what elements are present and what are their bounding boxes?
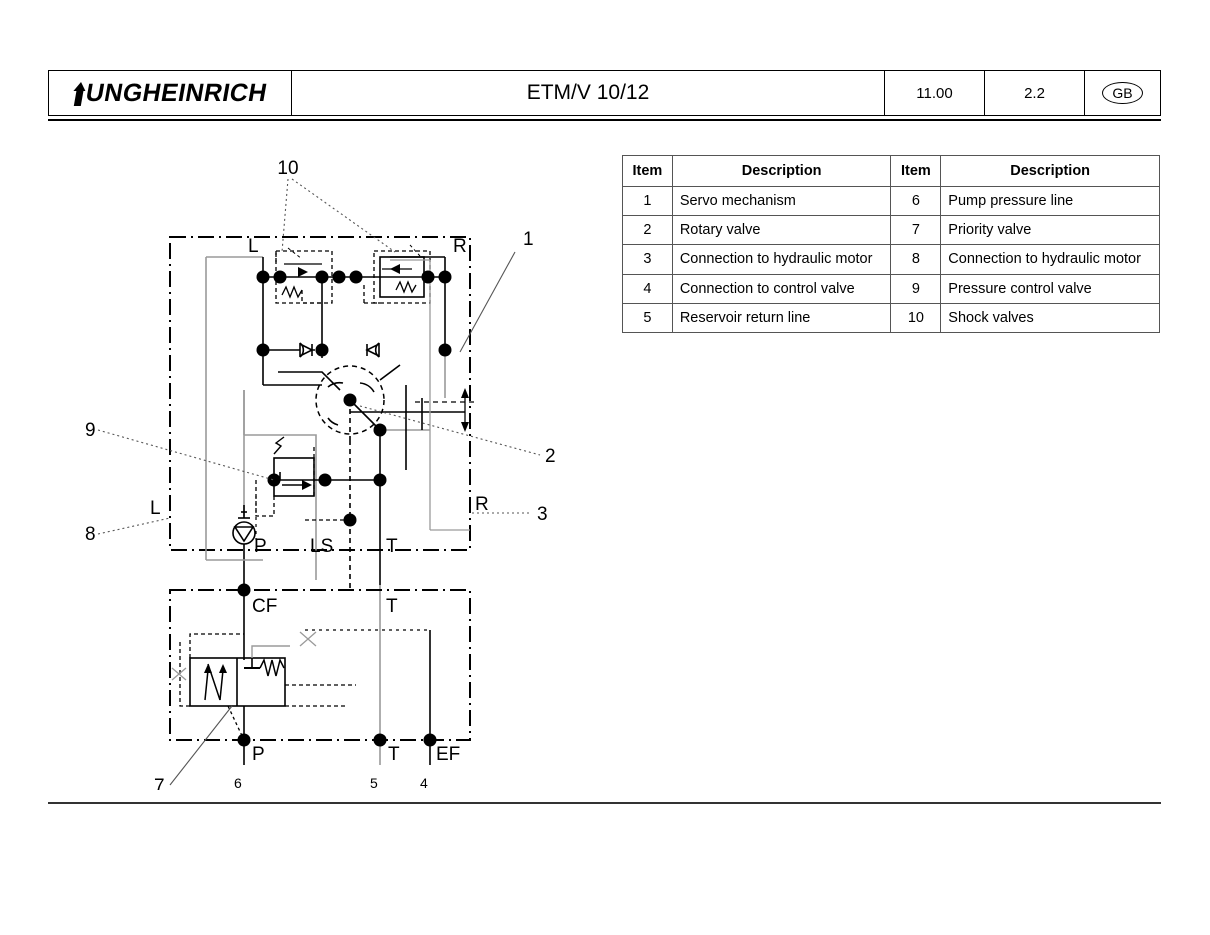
port-label-R-upper: R (453, 236, 467, 257)
callout-1: 1 (523, 229, 534, 250)
legend-item-number: 5 (622, 302, 673, 333)
header-underline (48, 119, 1161, 121)
table-row: 4 Connection to control valve 9 Pressure… (622, 273, 1160, 304)
shock-valve-right (363, 244, 431, 304)
port-label-L-outer: L (150, 498, 161, 519)
table-row: 5 Reservoir return line 10 Shock valves (622, 302, 1160, 333)
pipe-left-L-grey (205, 256, 263, 560)
legend-item-number: 4 (622, 273, 673, 304)
check-valve-right-arc (374, 342, 380, 358)
legend-table: Item Description Item Description 1 Serv… (622, 154, 1160, 333)
legend-col-item-b: Item (890, 154, 942, 188)
priority-pilot-left (179, 642, 190, 707)
callout-leaders (97, 178, 541, 786)
priority-x-marker-left (171, 667, 187, 681)
pressure-valve-arrow-icon (302, 480, 312, 490)
legend-item-number: 6 (890, 186, 942, 217)
legend-item-description: Rotary valve (671, 215, 892, 246)
check-valve-left-icon (299, 342, 314, 358)
port-label-R-outer: R (475, 494, 489, 515)
servo-arrow-down-icon (461, 422, 469, 432)
legend-item-number: 8 (890, 244, 942, 275)
legend-item-description: Pump pressure line (940, 186, 1160, 217)
port-label-T: T (386, 536, 398, 557)
legend-header-row: Item Description Item Description (622, 154, 1160, 188)
pressure-control-valve (255, 436, 315, 517)
legend-item-number: 7 (890, 215, 942, 246)
rotary-valve (278, 364, 401, 440)
callout-7: 7 (154, 776, 165, 790)
junction-dots (237, 270, 452, 747)
check-valve-right-icon (365, 342, 380, 358)
legend-item-description: Pressure control valve (940, 273, 1160, 304)
callout-8: 8 (85, 524, 96, 545)
steering-unit-boundary (169, 236, 471, 551)
legend-item-description: Connection to hydraulic motor (940, 244, 1160, 275)
pressure-valve-spring-icon (273, 436, 285, 455)
legend-item-description: Shock valves (940, 302, 1160, 333)
language-badge: GB (1085, 71, 1160, 115)
servo-arrow-up-icon (461, 388, 469, 398)
callout-4: 4 (420, 775, 428, 790)
legend-item-description: Reservoir return line (671, 302, 892, 333)
footer-rule (48, 802, 1161, 804)
document-header: UNGHEINRICH ETM/V 10/12 11.00 2.2 GB (48, 70, 1161, 116)
legend-item-description: Priority valve (940, 215, 1160, 246)
priority-x-marker-right (299, 631, 317, 647)
legend-item-number: 2 (622, 215, 673, 246)
legend-item-number: 1 (622, 186, 673, 217)
document-title: ETM/V 10/12 (292, 71, 885, 115)
legend-item-number: 9 (890, 273, 942, 304)
legend-col-desc-b: Description (940, 154, 1160, 188)
port-label-EF: EF (436, 744, 460, 765)
priority-pilot-top (189, 633, 244, 658)
port-label-LS: LS (310, 536, 333, 557)
legend-item-description: Connection to control valve (671, 273, 892, 304)
port-label-P-bottom: P (252, 744, 265, 765)
legend-col-item-a: Item (622, 154, 673, 188)
priority-valve-spring-icon (259, 657, 285, 677)
shock-valve-right-spring (395, 280, 417, 294)
port-label-T-lower: T (386, 596, 398, 617)
hydraulic-schematic: 10 1 2 3 9 8 7 6 5 4 L R L R P LS T CF T… (60, 140, 620, 790)
table-row: 1 Servo mechanism 6 Pump pressure line (622, 186, 1160, 217)
port-label-T-bottom: T (388, 744, 400, 765)
table-row: 2 Rotary valve 7 Priority valve (622, 215, 1160, 246)
priority-arrow-2-icon (219, 664, 227, 673)
callout-6: 6 (234, 775, 242, 790)
table-row: 3 Connection to hydraulic motor 8 Connec… (622, 244, 1160, 275)
legend-item-description: Servo mechanism (671, 186, 892, 217)
brand-logo: UNGHEINRICH (49, 71, 292, 115)
callout-5: 5 (370, 775, 378, 790)
legend-item-description: Connection to hydraulic motor (671, 244, 892, 275)
callout-3: 3 (537, 504, 548, 525)
check-valve-left-arc (299, 342, 305, 358)
servo-linkage (350, 385, 475, 470)
shock-valve-left-spring (281, 285, 303, 299)
pump-inlet-symbol (232, 505, 256, 545)
port-label-P: P (254, 536, 267, 557)
brand-name: UNGHEINRICH (83, 78, 270, 107)
document-section-code: 2.2 (985, 71, 1085, 115)
legend-col-desc-a: Description (671, 154, 892, 188)
port-label-CF: CF (252, 596, 277, 617)
priority-valve-boundary (169, 589, 471, 741)
document-date-code: 11.00 (885, 71, 985, 115)
callout-2: 2 (545, 446, 556, 467)
rotary-feed-left-grey (244, 434, 317, 580)
port-label-L-upper: L (248, 236, 259, 257)
legend-item-number: 3 (622, 244, 673, 275)
callout-9: 9 (85, 420, 96, 441)
language-badge-label: GB (1102, 82, 1143, 104)
legend-item-number: 10 (890, 302, 942, 333)
callout-10: 10 (277, 158, 298, 179)
priority-valve (171, 631, 356, 741)
